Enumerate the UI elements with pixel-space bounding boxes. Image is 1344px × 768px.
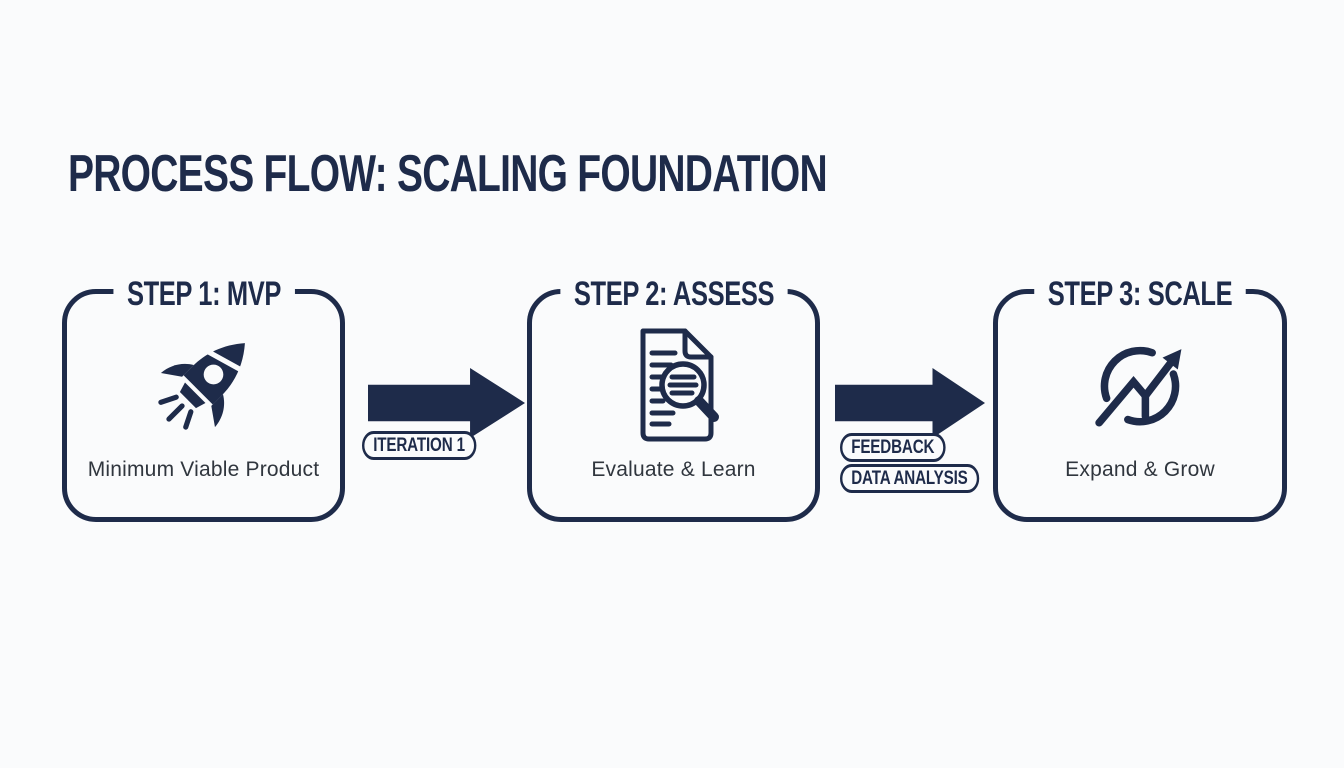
page-title: PROCESS FLOW: SCALING FOUNDATION	[68, 145, 828, 203]
step-box-assess: STEP 2: ASSESS	[527, 275, 820, 522]
growth-cycle-icon	[998, 318, 1282, 450]
document-magnifier-icon	[532, 318, 815, 450]
step-description-mvp: Minimum Viable Product	[87, 458, 320, 481]
step-box-mvp: STEP 1: MVP Minimum Viable	[62, 275, 345, 522]
step-label-assess: STEP 2: ASSESS	[559, 275, 788, 313]
rocket-icon	[67, 318, 340, 450]
step-box-scale: STEP 3: SCALE Expand & Grow	[993, 275, 1287, 522]
step-label-scale: STEP 3: SCALE	[1034, 275, 1246, 313]
arrow-right-icon	[368, 368, 525, 438]
connector-badge-iteration: ITERATION 1	[362, 431, 477, 460]
step-label-mvp: STEP 1: MVP	[112, 275, 295, 313]
arrow-right-icon	[835, 368, 985, 438]
connector-badge-feedback: FEEDBACK	[840, 433, 946, 462]
step-description-assess: Evaluate & Learn	[591, 458, 756, 481]
connector-badge-data-analysis: DATA ANALYSIS	[840, 464, 979, 493]
step-description-scale: Expand & Grow	[1065, 458, 1215, 481]
